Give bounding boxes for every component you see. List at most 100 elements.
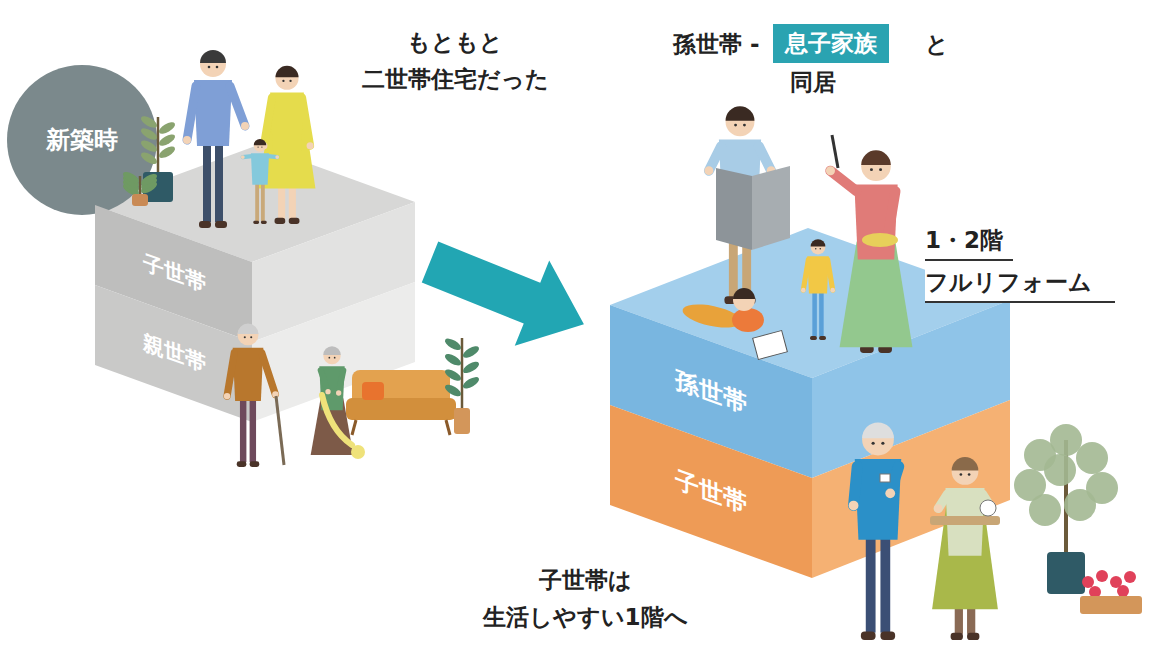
newspaper bbox=[716, 166, 790, 250]
eye bbox=[734, 124, 737, 127]
shoe bbox=[275, 218, 286, 224]
eye bbox=[282, 80, 284, 82]
potted-plant bbox=[121, 170, 159, 206]
tree-leaves bbox=[1050, 424, 1082, 456]
shoe bbox=[237, 461, 247, 467]
eye bbox=[261, 146, 262, 147]
arm bbox=[854, 466, 858, 505]
arrow-shape bbox=[413, 219, 601, 366]
hand bbox=[704, 166, 713, 175]
leg bbox=[866, 536, 876, 633]
leg bbox=[812, 292, 817, 337]
eye bbox=[244, 336, 246, 338]
hand bbox=[885, 488, 895, 498]
hair bbox=[861, 150, 891, 165]
hand bbox=[934, 504, 942, 512]
arm bbox=[887, 191, 895, 239]
arm bbox=[264, 98, 272, 146]
planter bbox=[1080, 596, 1142, 614]
shoe bbox=[810, 336, 817, 340]
eye bbox=[289, 80, 291, 82]
plant-stem bbox=[139, 176, 142, 194]
sofa-leg bbox=[352, 420, 356, 435]
sofa-leg bbox=[446, 420, 450, 435]
tree-leaves bbox=[1029, 494, 1061, 526]
eye bbox=[960, 473, 963, 476]
shoe bbox=[967, 633, 979, 640]
leg bbox=[261, 183, 265, 221]
hair bbox=[275, 66, 298, 78]
child-body bbox=[732, 308, 764, 332]
potted-tree bbox=[1014, 424, 1118, 594]
knitting-yarn bbox=[322, 395, 352, 445]
head bbox=[323, 347, 340, 364]
flower bbox=[1124, 571, 1136, 583]
caption-text: 同居 bbox=[790, 64, 836, 101]
leg bbox=[819, 292, 824, 337]
arm bbox=[830, 171, 856, 192]
person-figure bbox=[259, 66, 316, 224]
sofa-cushion bbox=[362, 382, 384, 400]
arm bbox=[321, 370, 328, 391]
shoe bbox=[819, 336, 826, 340]
hand bbox=[849, 501, 859, 511]
tree-pot bbox=[1047, 552, 1085, 594]
hand bbox=[241, 155, 245, 159]
leaf bbox=[443, 367, 463, 383]
hair bbox=[726, 106, 755, 120]
newspaper-sheet bbox=[716, 168, 752, 250]
leg bbox=[250, 399, 256, 463]
eye bbox=[250, 336, 252, 338]
hand bbox=[275, 155, 279, 159]
leaf bbox=[157, 120, 177, 136]
hand bbox=[826, 166, 835, 175]
hair bbox=[238, 324, 259, 334]
shoe bbox=[253, 221, 259, 224]
eye bbox=[208, 66, 211, 69]
leaf bbox=[121, 170, 141, 186]
person-figure bbox=[183, 50, 249, 228]
head bbox=[811, 240, 826, 255]
leaf bbox=[157, 132, 177, 148]
head bbox=[200, 51, 226, 77]
arm bbox=[230, 86, 245, 126]
hand bbox=[336, 390, 341, 395]
arm bbox=[302, 98, 310, 146]
plant-pot bbox=[132, 194, 148, 206]
walking-cane bbox=[276, 396, 284, 465]
person-figure bbox=[932, 457, 998, 640]
node-text: 新築時 bbox=[46, 122, 118, 158]
shoe bbox=[250, 461, 260, 467]
shoe bbox=[861, 631, 876, 640]
sofa bbox=[346, 370, 456, 435]
hand bbox=[241, 122, 249, 130]
newspaper-sheet bbox=[752, 166, 790, 250]
leg bbox=[203, 143, 211, 222]
eye bbox=[820, 248, 821, 249]
shoe bbox=[199, 221, 211, 228]
household-band: 子世帯 bbox=[610, 405, 812, 578]
torso bbox=[251, 153, 269, 185]
leaf bbox=[139, 150, 159, 166]
block-side-face bbox=[812, 400, 1010, 578]
caption-text: もともと 二世帯住宅だった bbox=[362, 24, 549, 98]
shoe bbox=[289, 218, 300, 224]
eye bbox=[870, 168, 873, 171]
tree-leaves bbox=[1064, 489, 1096, 521]
hand bbox=[830, 288, 835, 293]
leaf bbox=[157, 144, 177, 160]
leaf bbox=[461, 359, 481, 375]
hand bbox=[224, 393, 230, 399]
eye bbox=[257, 146, 258, 147]
head bbox=[275, 67, 298, 90]
serving-tray bbox=[930, 516, 1000, 525]
hair bbox=[200, 50, 226, 63]
eye bbox=[881, 442, 884, 445]
hand bbox=[325, 389, 330, 394]
household-band: 親世帯 bbox=[95, 285, 252, 422]
hair bbox=[323, 346, 340, 355]
leaf bbox=[443, 336, 463, 352]
band-face-shape bbox=[95, 285, 252, 422]
drawing-paper bbox=[753, 330, 788, 359]
